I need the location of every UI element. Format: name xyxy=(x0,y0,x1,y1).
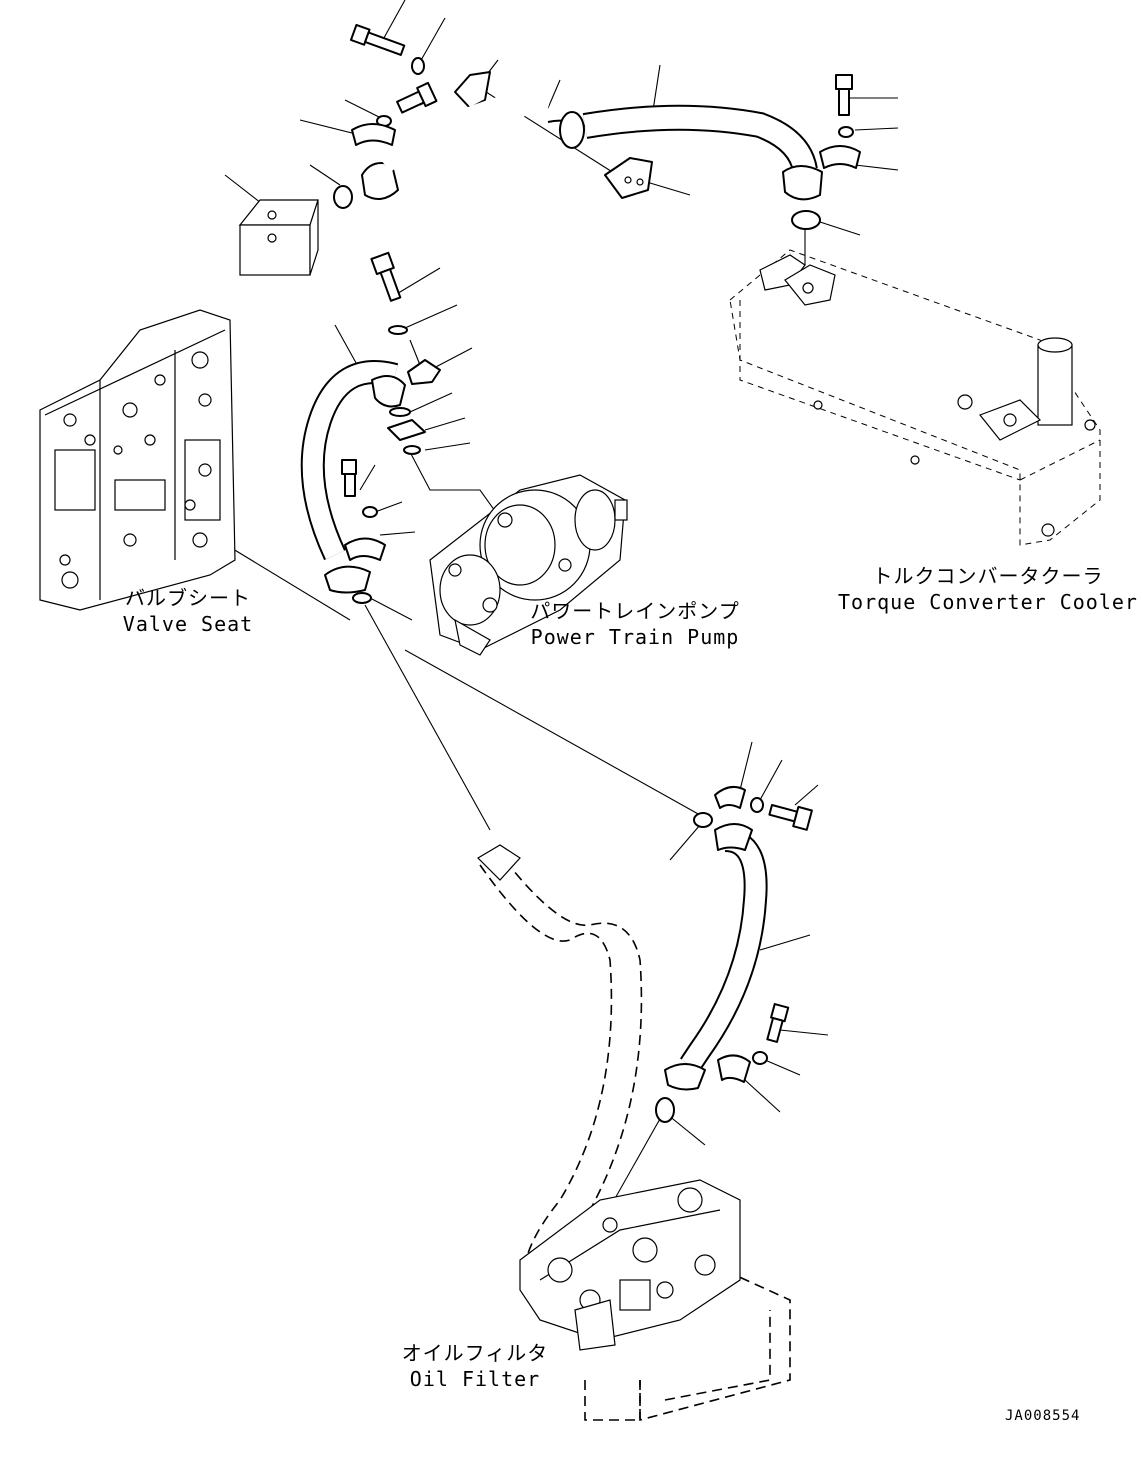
valve-seat-label: バルブシート Valve Seat xyxy=(122,586,254,636)
split-flange-icon xyxy=(351,123,396,146)
washer-icon xyxy=(838,126,854,138)
o-ring-icon xyxy=(389,407,411,417)
flange-plate-icon xyxy=(387,419,426,441)
o-ring-icon xyxy=(655,1097,675,1123)
lower-hose-assembly xyxy=(655,785,813,1123)
o-ring-icon xyxy=(791,210,821,230)
o-ring-icon xyxy=(388,325,408,335)
valve-seat-body xyxy=(39,309,236,611)
split-flange-icon xyxy=(717,1054,751,1083)
bolt-icon xyxy=(341,459,357,497)
washer-icon xyxy=(750,797,764,813)
phantom-pipe xyxy=(477,844,791,1422)
washer-icon xyxy=(411,57,425,75)
flange-icon xyxy=(782,165,823,201)
elbow-fitting-icon xyxy=(371,375,406,408)
o-ring-icon xyxy=(333,185,353,209)
bolt-icon xyxy=(370,251,402,302)
oil-filter-label: オイルフィルタ Oil Filter xyxy=(401,1341,549,1391)
drawing-code: JA008554 xyxy=(1005,1408,1081,1424)
adapter-block xyxy=(238,199,319,276)
hose-joint-icon xyxy=(559,111,585,149)
o-ring-icon xyxy=(403,445,421,455)
connector-bolt-icon xyxy=(396,81,438,114)
washer-icon xyxy=(362,506,378,518)
flange-icon xyxy=(361,162,399,200)
flange-icon xyxy=(664,1063,706,1091)
o-ring-icon xyxy=(352,592,372,604)
bolt-icon xyxy=(766,1003,790,1043)
flange-icon xyxy=(714,823,753,851)
power-train-pump-body xyxy=(429,474,628,656)
power-train-pump-label: パワートレインポンプ Power Train Pump xyxy=(530,599,740,649)
connector-icon xyxy=(407,359,441,385)
torque-converter-cooler-body xyxy=(729,249,1101,546)
oil-filter-body xyxy=(519,1179,741,1351)
bolt-icon xyxy=(768,803,813,831)
upper-hose-assembly xyxy=(333,23,861,230)
flange-icon xyxy=(324,565,371,594)
split-flange-icon xyxy=(714,785,746,809)
clamp-icon xyxy=(454,71,491,109)
split-flange-icon xyxy=(819,145,861,169)
split-flange-icon xyxy=(344,537,386,561)
torque-converter-cooler-label: トルクコンバータクーラ Torque Converter Cooler xyxy=(838,564,1138,614)
bolt-icon xyxy=(835,74,853,116)
pump-hose-assembly xyxy=(300,251,441,604)
bolt-icon xyxy=(349,23,406,56)
o-ring-icon xyxy=(693,812,713,828)
washer-icon xyxy=(752,1051,768,1065)
